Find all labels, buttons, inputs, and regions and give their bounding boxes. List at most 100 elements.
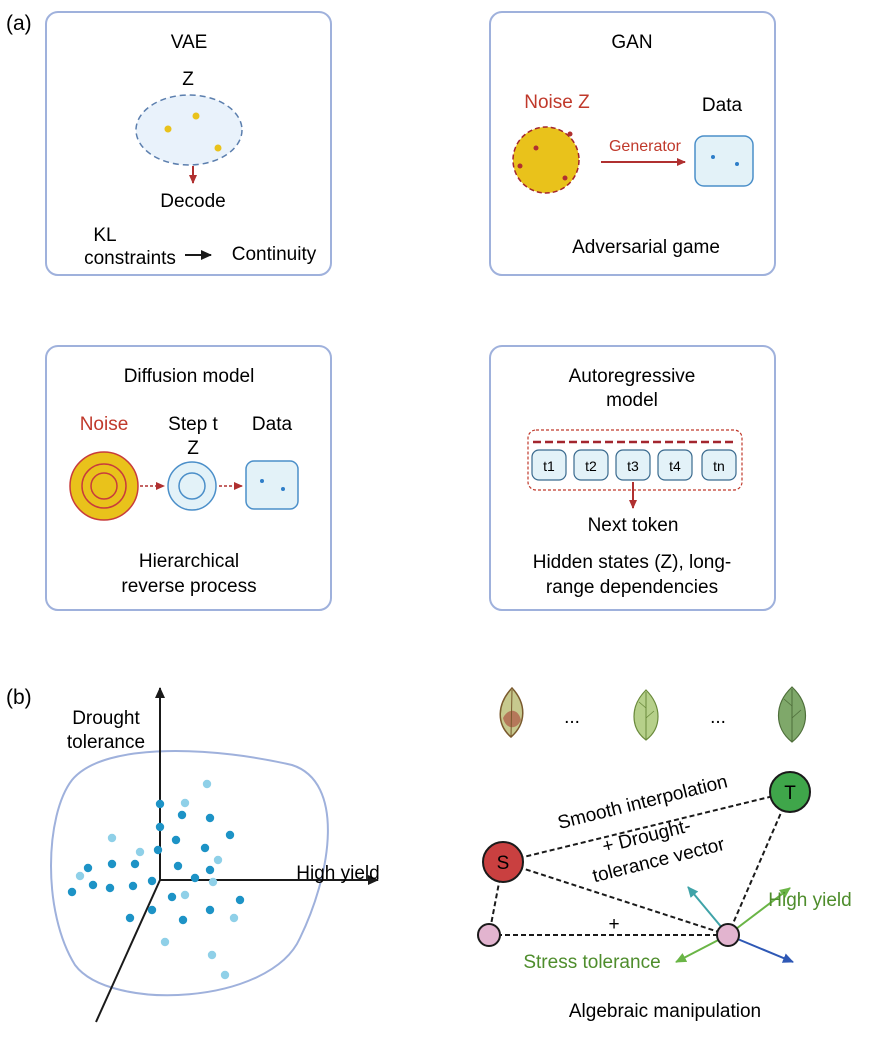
high-yield-label: High yield [768,890,851,911]
noise-point [533,145,539,151]
sample-point [171,835,181,845]
svg-text:t3: t3 [627,458,639,474]
sample-point [107,833,117,843]
sample-point [225,830,235,840]
data-point [711,155,715,159]
sample-point [202,779,212,789]
healthy-leaf-icon [633,689,659,741]
noise-point [562,175,568,181]
sample-point [173,861,183,871]
algebraic-caption: Algebraic manipulation [569,1001,761,1022]
smooth-interpolation-label: Smooth interpolation [556,771,730,834]
data-point [260,479,264,483]
sample-point [135,847,145,857]
ellipsis-1: ... [564,707,580,728]
latent-space-ellipse [135,94,243,166]
panel-a-label: (a) [6,12,32,35]
diffusion-caption-2: reverse process [121,576,256,597]
sample-point [205,905,215,915]
ar-title-1: Autoregressive [569,366,696,387]
sample-point [147,876,157,886]
vector-arithmetic-diagram: S T Smooth interpolation + Drought- tole… [477,771,852,1022]
ar-caption-2: range dependencies [546,577,718,598]
interpolation-line [502,791,791,863]
gan-caption: Adversarial game [572,237,720,258]
sample-point [130,859,140,869]
ellipsis-2: ... [710,707,726,728]
constraints-label: constraints [84,248,176,269]
svg-text:t2: t2 [585,458,597,474]
svg-text:tn: tn [713,458,725,474]
gan-noise-label: Noise Z [524,92,590,113]
kl-label: KL [93,225,116,246]
token-t4: t4 [657,449,693,481]
gan-data-box [694,135,754,187]
continuity-label: Continuity [232,244,317,265]
sample-point [178,915,188,925]
plus-label: + [608,914,619,935]
token-tn: tn [701,449,737,481]
sample-point [67,887,77,897]
high-yield-vector-arrow [727,887,791,936]
latent-point [164,125,172,133]
node-s: S [482,841,524,883]
sample-point [177,810,187,820]
diffusion-noise-label: Noise [80,414,129,435]
sample-point [180,890,190,900]
drought-tolerant-leaf-icon [778,686,806,743]
step-z-label: Z [187,438,199,459]
sample-points [67,779,245,980]
gan-box: GAN Noise Z Data Generator Adversarial g… [489,11,776,276]
sample-point [220,970,230,980]
noise-rings [69,451,139,521]
sample-point [229,913,239,923]
sample-point [75,871,85,881]
sample-point [200,843,210,853]
noise-point [567,131,573,137]
data-point [281,487,285,491]
vae-box: VAE Z Decode KL constraints Continuity [45,11,332,276]
sample-point [153,845,163,855]
sample-point [207,950,217,960]
diffusion-data-box [245,460,299,510]
svg-text:t1: t1 [543,458,555,474]
svg-text:t4: t4 [669,458,681,474]
sample-point [105,883,115,893]
trait-space-blob [50,750,329,997]
latent-point [192,112,200,120]
vae-latent-label: Z [182,69,194,90]
sample-point [160,937,170,947]
hidden-state-frame [527,429,743,491]
sample-point [208,877,218,887]
svg-text:T: T [784,783,796,804]
y-axis-label-2: tolerance [67,732,145,753]
diffusion-box: Diffusion model Noise Step t Z Data Hier… [45,345,332,611]
wilted-leaf-icon [499,686,524,738]
step-rings [167,461,217,511]
diffusion-title: Diffusion model [124,366,255,387]
sample-point [205,813,215,823]
node-t: T [769,771,811,813]
vae-title: VAE [171,32,208,53]
sample-point [235,895,245,905]
decode-label: Decode [160,191,226,212]
latent-point [214,144,222,152]
data-point [735,162,739,166]
token-t1: t1 [531,449,567,481]
sample-point [190,873,200,883]
sample-point [155,822,165,832]
noise-point [517,163,523,169]
t-to-result-line [727,791,791,936]
latent-space-plot: Drought tolerance High yield [50,687,380,1023]
sample-point [125,913,135,923]
ar-caption-1: Hidden states (Z), long- [533,552,732,573]
sample-point [155,799,165,809]
sample-point [128,881,138,891]
y-axis-label-1: Drought [72,708,140,729]
sample-point [107,859,117,869]
gan-data-label: Data [702,95,743,116]
token-t3: t3 [615,449,651,481]
svg-text:S: S [497,853,510,874]
z-axis [95,879,161,1023]
